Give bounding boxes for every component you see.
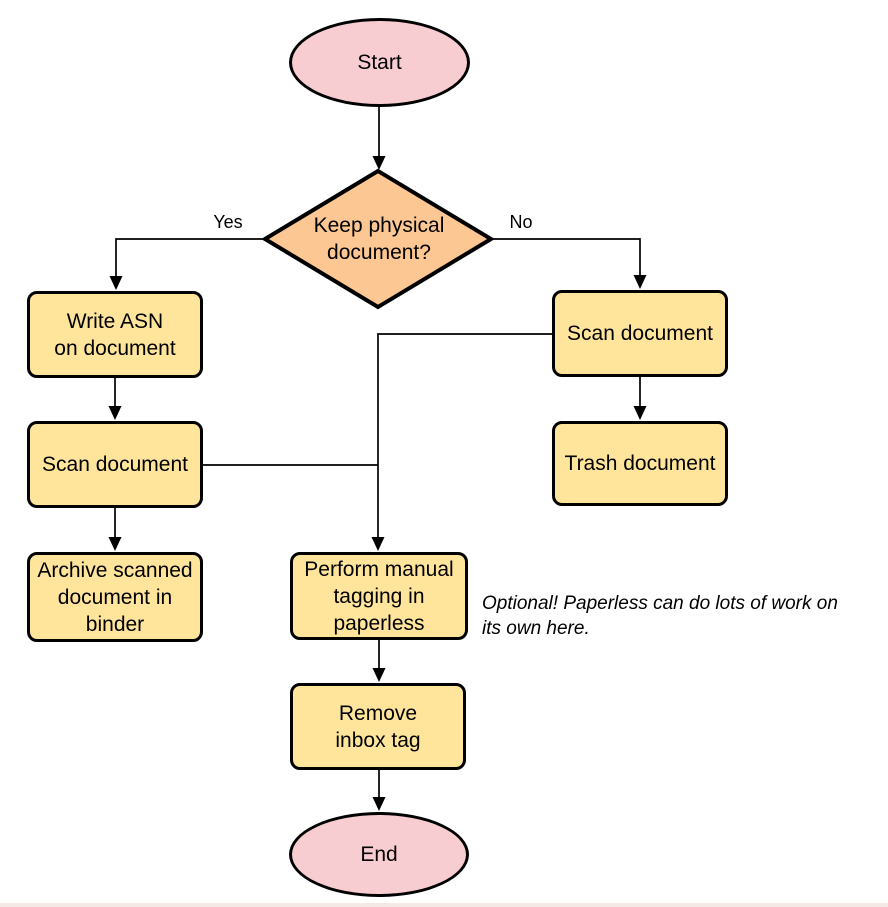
connector-yes-branch [115, 238, 265, 278]
arrowhead-icon [633, 406, 647, 420]
annotation-optional-note: Optional! Paperless can do lots of work … [482, 593, 838, 639]
arrowhead-icon [108, 406, 122, 420]
node-remove-inbox-tag: Remove inbox tag [290, 683, 466, 770]
arrowhead-icon [109, 276, 123, 290]
edge-label-yes: Yes [213, 212, 243, 232]
node-scan-document-right: Scan document [552, 290, 728, 377]
arrowhead-icon [372, 797, 386, 811]
arrowhead-icon [108, 537, 122, 551]
arrowhead-icon [372, 668, 386, 682]
node-write-asn: Write ASN on document [27, 291, 203, 378]
arrowhead-icon [633, 275, 647, 289]
connector-no-branch [491, 238, 641, 277]
window-bottom-edge [0, 903, 888, 907]
arrowhead-icon [372, 156, 386, 170]
node-end: End [289, 812, 469, 897]
node-manual-tagging: Perform manual tagging in paperless [290, 552, 468, 640]
node-trash-document: Trash document [552, 421, 728, 506]
node-archive-binder: Archive scanned document in binder [27, 552, 203, 642]
arrowhead-icon [371, 537, 385, 551]
node-scan-document-left: Scan document [27, 421, 203, 508]
connector-scanright-tagging [377, 333, 552, 540]
edge-label-no: No [509, 212, 533, 232]
node-start: Start [289, 18, 470, 107]
node-decision-label: Keep physical document? [313, 214, 445, 264]
